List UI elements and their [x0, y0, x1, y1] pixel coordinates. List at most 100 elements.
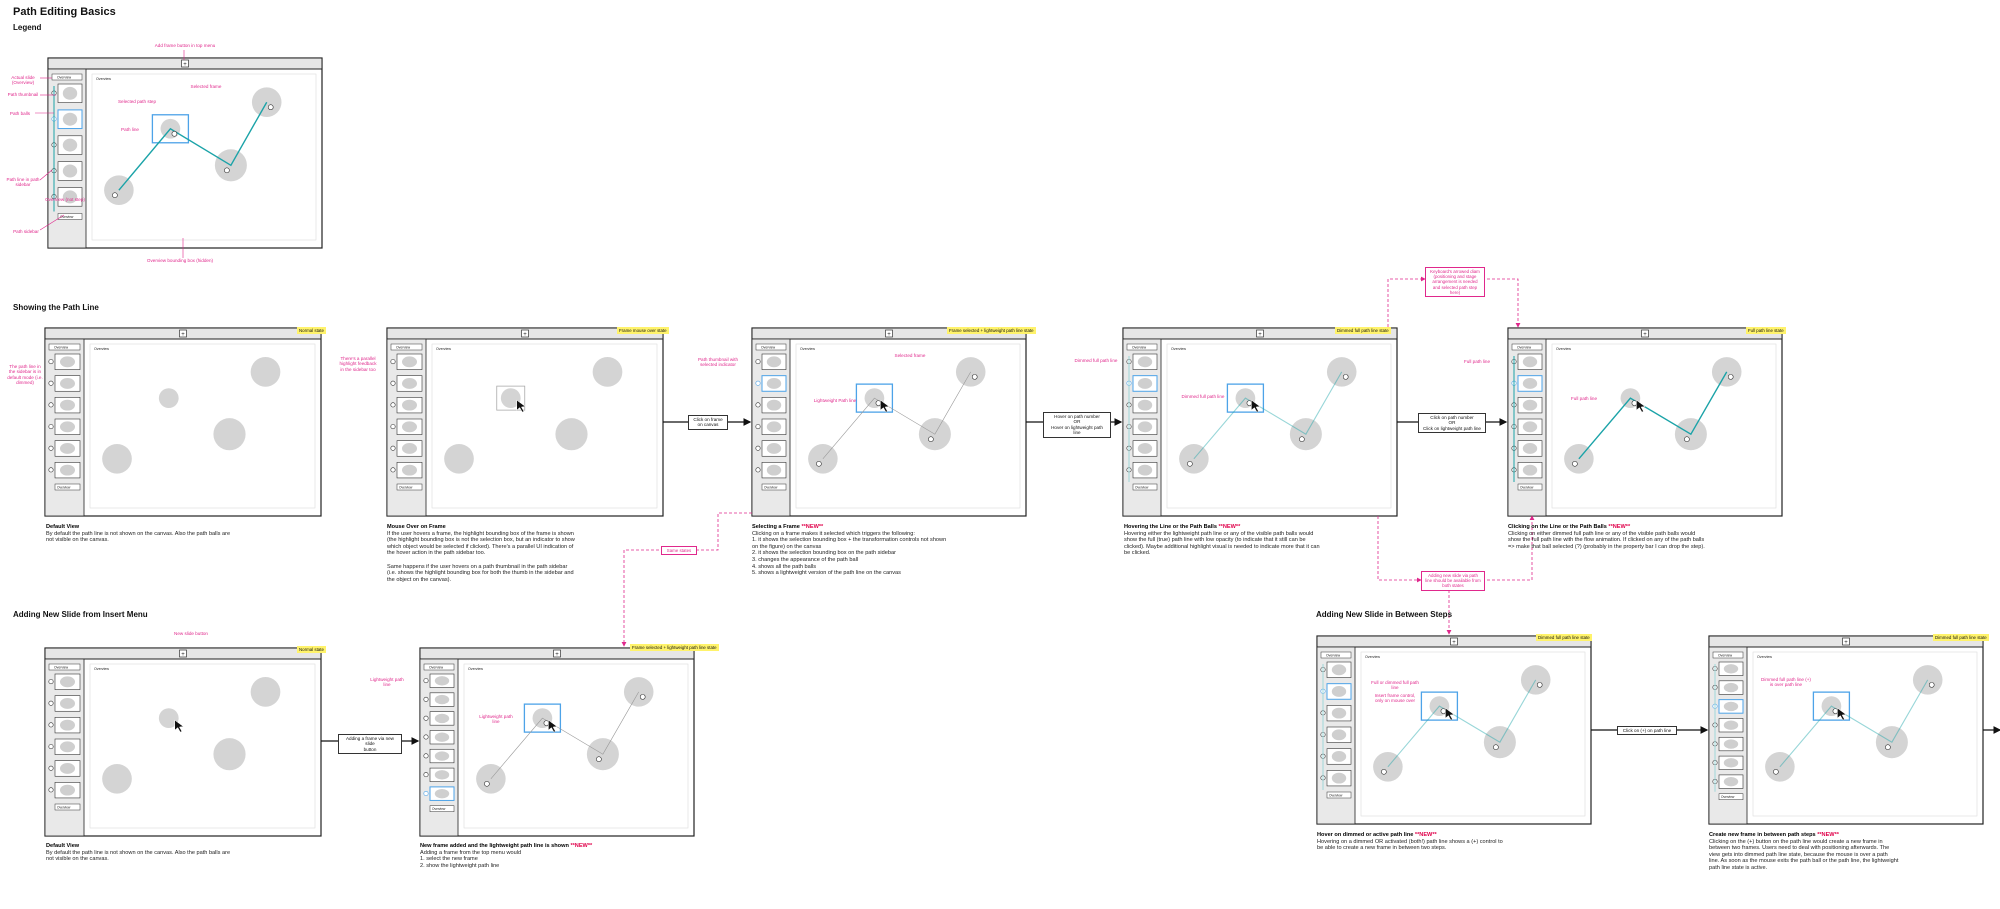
sidebar-overview-label: Overview	[761, 346, 776, 350]
dash-adding-left	[1377, 516, 1422, 583]
thumbnail-content	[434, 770, 450, 780]
add-icon: +	[181, 332, 185, 338]
path-ball	[1773, 768, 1779, 775]
sidebar-step-ball	[390, 402, 396, 408]
hover-bounding-box	[496, 385, 526, 411]
state-tag-normal-2: Normal state	[297, 646, 326, 653]
thumbnail-content	[62, 112, 78, 126]
add-icon: +	[555, 652, 559, 658]
note-thumb-selected: Path thumbnail with selected indicator	[697, 357, 739, 368]
sidebar-step-ball	[390, 424, 396, 430]
path-ball	[1299, 436, 1305, 443]
mouse-cursor	[880, 399, 890, 413]
sidebar-step-ball	[390, 359, 396, 365]
connector-adding-frame: Adding a frame via new slide button	[338, 734, 402, 755]
canvas-frame	[555, 418, 588, 451]
canvas-frame	[1765, 752, 1795, 782]
canvas-frame	[1520, 665, 1551, 695]
canvas-frame	[1875, 726, 1908, 759]
canvas-frame	[102, 763, 132, 794]
thumbnail-content	[1137, 421, 1153, 433]
thumbnail-content	[434, 713, 450, 724]
thumbnail-content	[1331, 686, 1347, 697]
legend-note-path-thumbnail: Path thumbnail	[7, 92, 39, 97]
thumbnail-content	[62, 86, 78, 100]
thumbnail-content	[1522, 356, 1538, 368]
note-dimmed-plus: Dimmed full path line (+) is over path l…	[1761, 677, 1811, 688]
thumbnail-content	[60, 719, 75, 731]
canvas-frame	[500, 388, 521, 409]
add-frame-button	[179, 649, 187, 658]
thumbnail-content	[1331, 751, 1347, 762]
canvas-frame	[1179, 444, 1209, 474]
dash-adding-right	[1477, 515, 1535, 581]
note-default-hint: The path line in the sidebar is in defau…	[7, 364, 43, 386]
canvas-frame	[250, 357, 281, 387]
canvas-frame	[158, 388, 179, 409]
path-ball	[596, 756, 602, 763]
note-new-slide-button: New slide button	[174, 631, 208, 636]
sidebar-step-ball	[755, 380, 761, 386]
mouse-cursor	[174, 719, 185, 733]
legend-pointer-sidebar-line	[39, 169, 53, 181]
sidebar-overview-label: Overview	[1718, 654, 1733, 658]
sidebar-overview-label: Overview	[54, 666, 69, 670]
mouse-cursor	[1445, 707, 1455, 721]
add-icon: +	[523, 332, 527, 338]
sidebar-overview-bottom-label: Overview	[1329, 793, 1343, 797]
legend-note-overview-bbox: Overview bounding box (hidden)	[146, 258, 214, 263]
mouse-cursor	[1837, 707, 1847, 721]
legend-heading: Legend	[13, 23, 42, 32]
state-tag-normal: Normal state	[297, 327, 326, 334]
sidebar-step-ball	[423, 696, 429, 702]
sidebar-step-ball	[423, 734, 429, 740]
thumbnail-content	[60, 399, 75, 411]
sidebar-overview-label: Overview	[57, 76, 72, 80]
add-frame-button	[181, 59, 189, 68]
sidebar-overview-bottom	[1517, 483, 1543, 491]
sidebar-overview-bottom-label: Overview	[60, 215, 74, 219]
note-dimmed-sidebar: Dimmed full path line	[1074, 358, 1118, 363]
sidebar-overview-bottom-label: Overview	[57, 805, 71, 809]
legend-note-overview-item: Overview (not step)	[45, 197, 85, 202]
path-ball	[928, 436, 934, 443]
thumbnail-content	[1331, 729, 1347, 741]
sidebar-step-ball	[48, 402, 54, 408]
sidebar-step-ball	[755, 445, 761, 451]
path-ball	[484, 780, 490, 787]
overview-bounding-box	[463, 663, 689, 829]
sidebar-overview-bottom	[396, 483, 423, 491]
add-icon: +	[1258, 332, 1262, 338]
add-frame-button	[1641, 329, 1649, 338]
canvas-overview-label: Overview	[436, 347, 451, 351]
thumbnail-content	[434, 751, 450, 761]
sidebar-overview-item	[48, 343, 81, 351]
sidebar-overview-label: Overview	[1517, 346, 1532, 350]
add-icon: +	[181, 652, 185, 658]
window-frame	[751, 327, 1027, 517]
note-selected-frame: Selected frame	[894, 353, 926, 358]
sidebar-overview-item	[1320, 651, 1352, 659]
mouse-cursor	[1251, 399, 1261, 413]
thumbnail-content	[402, 399, 417, 411]
note-full-dimmed: Full or dimmed full path line	[1371, 680, 1419, 691]
legend-note-path-line-sidebar: Path line in path sidebar	[6, 177, 40, 188]
state-tag-full: Full path line state	[1746, 327, 1786, 334]
canvas-frame	[250, 677, 281, 707]
canvas-frame	[444, 443, 474, 474]
canvas-frame	[592, 357, 623, 387]
sidebar-step-ball	[755, 467, 761, 473]
window-frame	[1122, 327, 1398, 517]
path-ball	[1187, 460, 1193, 467]
canvas-frame	[213, 418, 246, 451]
section-heading-insert: Adding New Slide from Insert Menu	[13, 610, 148, 619]
thumbnail-content	[1137, 443, 1153, 454]
thumbnail-content	[1522, 421, 1538, 433]
note-lw-b: Lightweight path line	[479, 714, 513, 725]
thumbnail-content	[766, 356, 782, 368]
thumbnail-content	[766, 399, 782, 411]
